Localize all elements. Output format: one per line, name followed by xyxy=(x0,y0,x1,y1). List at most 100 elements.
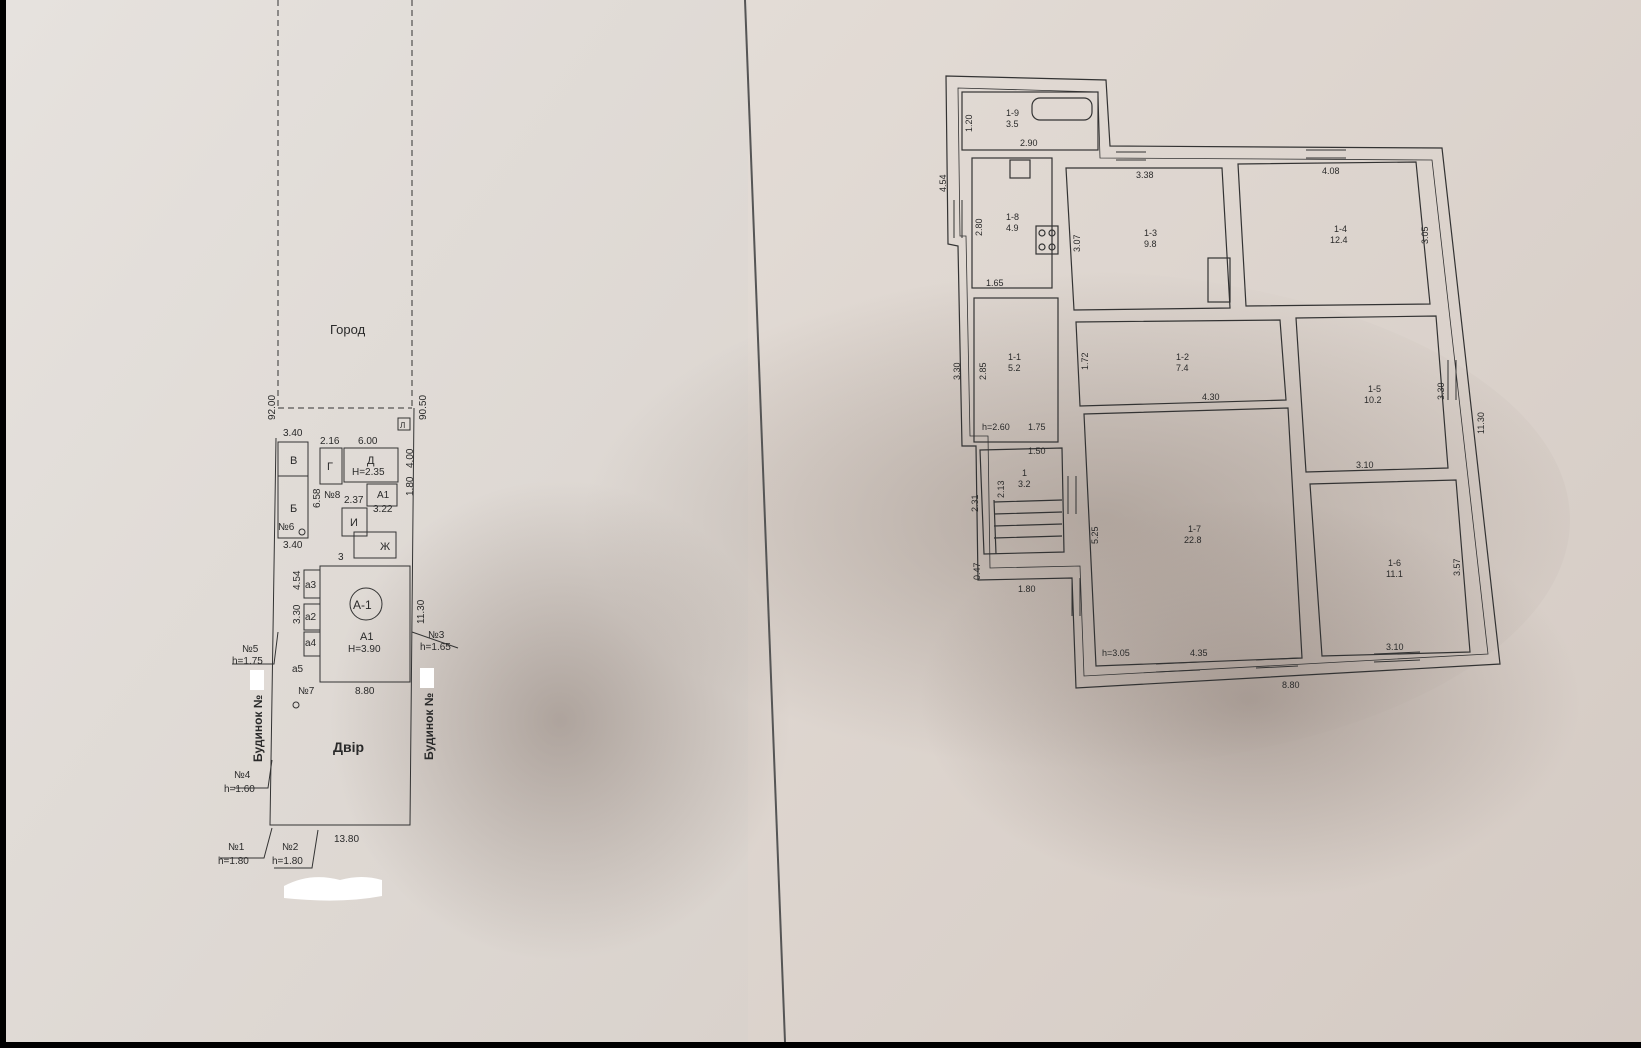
room-1-7 xyxy=(1083,407,1303,667)
dim-5-25: 5.25 xyxy=(1090,526,1100,544)
dim-h-3-05: h=3.05 xyxy=(1102,648,1130,658)
redaction-right xyxy=(420,668,434,688)
bldg-d: Д xyxy=(367,455,375,467)
room-1-8-area: 4.9 xyxy=(1006,223,1019,233)
room-1-9-id: 1-9 xyxy=(1006,108,1019,118)
dim-house-w: 8.80 xyxy=(355,686,375,697)
dim-8-80: 8.80 xyxy=(1282,680,1300,690)
marker-h4: h=1.60 xyxy=(224,784,255,795)
room-1-6 xyxy=(1309,479,1471,657)
bathtub xyxy=(1031,97,1093,121)
bldg-a5: а5 xyxy=(292,664,304,675)
marker-n2: №2 xyxy=(282,842,299,853)
marker-n6: №6 xyxy=(278,522,295,533)
marker-n1: №1 xyxy=(228,842,245,853)
dim-2-85: 2.85 xyxy=(978,362,988,380)
dim-3-10-b: 3.10 xyxy=(1386,642,1404,652)
marker-n3: №3 xyxy=(428,630,445,641)
garden-boundary xyxy=(277,0,413,409)
bldg-d-height: Н=2.35 xyxy=(352,467,385,478)
dim-4-30: 4.30 xyxy=(1202,392,1220,402)
dim-3-05: 3.05 xyxy=(1420,226,1430,244)
room-1-4-area: 12.4 xyxy=(1330,235,1348,245)
dim-1-75: 1.75 xyxy=(1028,422,1046,432)
dim-1-80: 1.80 xyxy=(1018,584,1036,594)
bldg-a1: А1 xyxy=(377,490,390,501)
l-mark: Л xyxy=(400,421,405,430)
room-1-5 xyxy=(1295,315,1449,473)
room-1-area: 3.2 xyxy=(1018,479,1031,489)
room-1-id: 1 xyxy=(1022,468,1027,478)
marker-n7: №7 xyxy=(298,686,315,697)
dim-b-h: 6.58 xyxy=(312,488,323,508)
dim-h-2-60: h=2.60 xyxy=(982,422,1010,432)
bldg-three: 3 xyxy=(338,552,344,563)
dim-d-left: 2.16 xyxy=(320,436,340,447)
page-fold xyxy=(744,0,786,1043)
bldg-a2: а2 xyxy=(305,612,317,623)
hand-shadow-lower xyxy=(920,500,1580,900)
windows xyxy=(953,149,1457,673)
dim-3-30-right: 3.30 xyxy=(1436,382,1446,400)
marker-n5: №5 xyxy=(242,644,259,655)
room-1-7-area: 22.8 xyxy=(1184,535,1202,545)
marker-h2: h=1.80 xyxy=(272,856,303,867)
dim-1-72: 1.72 xyxy=(1080,352,1090,370)
house-a1-height: Н=3.90 xyxy=(348,644,381,655)
room-1-2 xyxy=(1075,319,1287,407)
room-1-1 xyxy=(973,297,1059,443)
site-plan xyxy=(220,0,459,869)
dim-mid-w: 3.40 xyxy=(283,540,303,551)
room-1-8 xyxy=(971,157,1053,289)
dim-2-31: 2.31 xyxy=(970,494,980,512)
house-a1-name: А1 xyxy=(360,631,373,643)
room-1-2-id: 1-2 xyxy=(1176,352,1189,362)
dim-1-20: 1.20 xyxy=(964,114,974,132)
dim-a-h2: 3.30 xyxy=(292,604,303,624)
room-1-6-area: 11.1 xyxy=(1386,569,1403,579)
dim-top-w: 3.40 xyxy=(283,428,303,439)
bottom-border xyxy=(0,1042,1641,1048)
yard-label: Двір xyxy=(333,739,364,755)
dim-3-30: 3.30 xyxy=(952,362,962,380)
marker-n4: №4 xyxy=(234,770,251,781)
dim-d-w: 6.00 xyxy=(358,436,378,447)
bldg-a3: а3 xyxy=(305,580,317,591)
bldg-g: Г xyxy=(327,461,333,473)
stove xyxy=(1035,225,1059,255)
dim-4-54: 4.54 xyxy=(938,174,948,192)
dim-right-len: 90.50 xyxy=(418,395,429,420)
dim-4-08: 4.08 xyxy=(1322,166,1340,176)
marker-h1: h=1.80 xyxy=(218,856,249,867)
dim-3-57: 3.57 xyxy=(1452,558,1462,576)
hand-shadow-left xyxy=(330,480,790,960)
dim-4-35: 4.35 xyxy=(1190,648,1208,658)
dim-3-38: 3.38 xyxy=(1136,170,1154,180)
marker-n8: №8 xyxy=(324,490,341,501)
room-1-3-area: 9.8 xyxy=(1144,239,1157,249)
lot-outline xyxy=(269,407,415,826)
bldg-i: И xyxy=(350,517,358,529)
dim-2-90: 2.90 xyxy=(1020,138,1038,148)
room-1-1-id: 1-1 xyxy=(1008,352,1021,362)
room-1 xyxy=(979,447,1065,555)
room-1-6-id: 1-6 xyxy=(1388,558,1401,568)
floor-plan xyxy=(945,75,1501,689)
marker-h3: h=1.65 xyxy=(420,642,451,653)
dim-1-65: 1.65 xyxy=(986,278,1004,288)
dim-a-h1: 4.54 xyxy=(292,570,303,590)
site-plan-labels: Город Двір А-1 А1 Н=3.90 Будинок № Будин… xyxy=(218,322,451,867)
dim-3-07: 3.07 xyxy=(1072,234,1082,252)
bldg-b: Б xyxy=(290,503,297,515)
room-1-5-id: 1-5 xyxy=(1368,384,1381,394)
bldg-v: В xyxy=(290,455,297,467)
room-1-5-area: 10.2 xyxy=(1364,395,1382,405)
dim-left-len: 92.00 xyxy=(267,395,278,420)
neighbor-right-label: Будинок № xyxy=(422,693,436,760)
dim-2-80: 2.80 xyxy=(974,218,984,236)
dim-0-47: 0.47 xyxy=(972,562,982,580)
marker-h5: h=1.75 xyxy=(232,656,263,667)
bldg-zh: Ж xyxy=(380,541,390,553)
room-1-1-area: 5.2 xyxy=(1008,363,1021,373)
dim-i-w: 2.37 xyxy=(344,495,364,506)
